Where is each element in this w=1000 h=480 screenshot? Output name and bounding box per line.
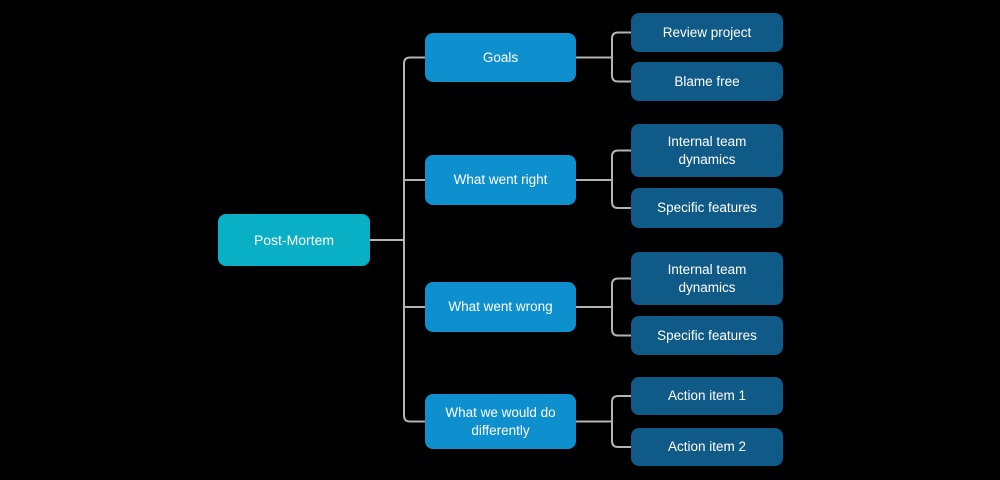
connector-differently-subtrunk bbox=[611, 395, 631, 448]
node-blame-free[interactable]: Blame free bbox=[631, 62, 783, 101]
node-what-went-wrong-label: What went wrong bbox=[448, 299, 553, 315]
node-goals-label: Goals bbox=[482, 49, 519, 65]
node-post-mortem[interactable]: Post-Mortem bbox=[218, 214, 370, 266]
node-what-went-right-label: What went right bbox=[453, 172, 548, 188]
connector-main-trunk bbox=[403, 56, 425, 423]
connector-goals-subtrunk bbox=[611, 31, 631, 83]
node-specific-features-wrong[interactable]: Specific features bbox=[631, 316, 783, 355]
node-internal-team-dynamics-wrong[interactable]: Internal team dynamics bbox=[631, 252, 783, 305]
node-review-project-label: Review project bbox=[662, 24, 752, 40]
connector-wrong-subtrunk bbox=[611, 277, 631, 337]
node-action-item-1[interactable]: Action item 1 bbox=[631, 377, 783, 415]
node-post-mortem-label: Post-Mortem bbox=[253, 231, 335, 248]
node-review-project[interactable]: Review project bbox=[631, 13, 783, 52]
node-goals[interactable]: Goals bbox=[425, 33, 576, 82]
node-what-went-right[interactable]: What went right bbox=[425, 155, 576, 205]
node-action-item-2-label: Action item 2 bbox=[667, 439, 747, 455]
node-what-we-would-do-differently-label: What we would do differently bbox=[445, 404, 556, 438]
connector-right-subtrunk bbox=[611, 149, 631, 209]
node-internal-team-dynamics-right[interactable]: Internal team dynamics bbox=[631, 124, 783, 177]
node-specific-features-right[interactable]: Specific features bbox=[631, 188, 783, 228]
node-specific-features-wrong-label: Specific features bbox=[657, 327, 757, 343]
node-action-item-2[interactable]: Action item 2 bbox=[631, 428, 783, 466]
node-specific-features-right-label: Specific features bbox=[657, 200, 757, 216]
node-internal-team-dynamics-wrong-label: Internal team dynamics bbox=[667, 261, 747, 295]
node-what-we-would-do-differently[interactable]: What we would do differently bbox=[425, 394, 576, 449]
node-what-went-wrong[interactable]: What went wrong bbox=[425, 282, 576, 332]
node-blame-free-label: Blame free bbox=[674, 73, 740, 89]
node-action-item-1-label: Action item 1 bbox=[667, 388, 747, 404]
node-internal-team-dynamics-right-label: Internal team dynamics bbox=[667, 133, 747, 167]
